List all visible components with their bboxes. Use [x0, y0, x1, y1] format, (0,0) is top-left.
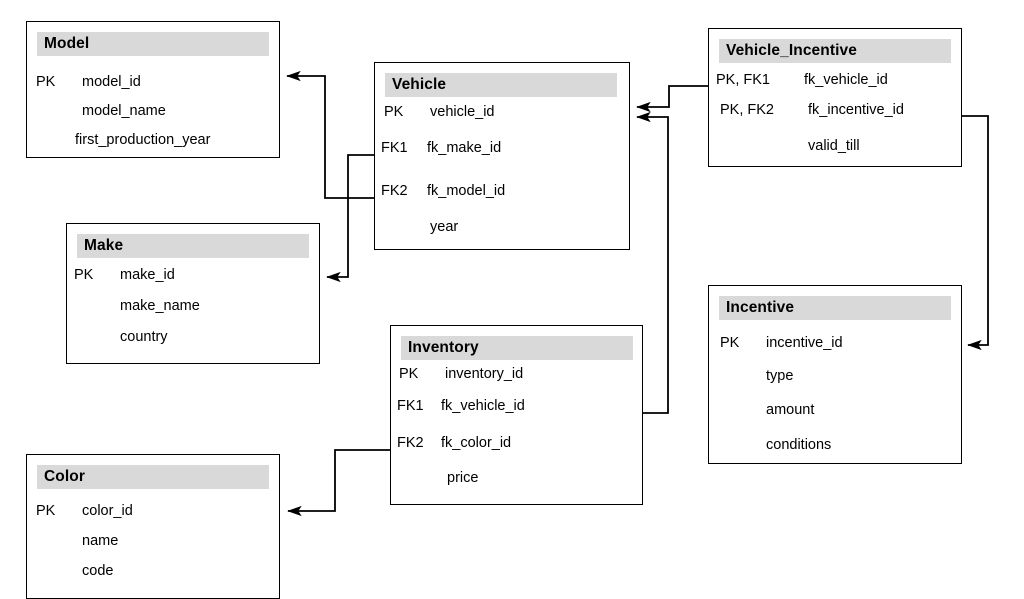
attribute-row: FK2 fk_model_id [375, 182, 629, 200]
attribute-row: model_name [27, 102, 279, 120]
attribute-name: model_id [82, 74, 141, 90]
attribute-key: PK [74, 267, 94, 283]
arrowhead-vehicle-make [326, 271, 341, 283]
attribute-row: valid_till [709, 137, 961, 155]
relationship-vehicle-make [327, 154, 374, 278]
attribute-name: fk_incentive_id [808, 102, 904, 118]
attribute-key: PK [384, 104, 404, 120]
attribute-row: country [67, 328, 319, 346]
entity-header-vehicle_incentive: Vehicle_Incentive [719, 39, 951, 63]
attribute-name: valid_till [808, 138, 860, 154]
entity-header-model: Model [37, 32, 269, 56]
attribute-row: name [27, 532, 279, 550]
attribute-name: conditions [766, 437, 832, 453]
attribute-name: type [766, 368, 794, 384]
attribute-name: incentive_id [766, 335, 843, 351]
attribute-key: FK2 [397, 435, 424, 451]
attribute-row: code [27, 562, 279, 580]
attribute-row: PK incentive_id [709, 334, 961, 352]
entity-title-inventory: Inventory [408, 339, 479, 356]
attribute-name: first_production_year [75, 132, 211, 148]
attribute-row: PK vehicle_id [375, 103, 629, 121]
attribute-key: PK [36, 74, 56, 90]
arrowhead-inventory-color [287, 505, 302, 517]
attribute-name: fk_model_id [427, 183, 506, 199]
attribute-name: year [430, 219, 459, 235]
attribute-row: FK1 fk_make_id [375, 139, 629, 157]
attribute-name: make_id [120, 267, 175, 283]
attribute-key: FK2 [381, 183, 408, 199]
attribute-row: make_name [67, 297, 319, 315]
relationship-vehicle_incentive-vehicle [637, 85, 708, 108]
entity-title-model: Model [44, 35, 90, 52]
entity-header-color: Color [37, 465, 269, 489]
relationship-vehicle_incentive-incentive [962, 115, 989, 346]
entity-title-vehicle: Vehicle [392, 76, 447, 93]
entity-header-inventory: Inventory [401, 336, 633, 360]
arrowhead-vehicle_incentive-vehicle [636, 101, 651, 113]
attribute-key: PK [399, 366, 419, 382]
entity-title-incentive: Incentive [726, 299, 795, 316]
attribute-key: PK [720, 335, 740, 351]
attribute-key: FK1 [397, 398, 424, 414]
attribute-row: price [391, 469, 642, 487]
entity-title-color: Color [44, 468, 85, 485]
attribute-row: type [709, 367, 961, 385]
attribute-name: fk_color_id [441, 435, 512, 451]
entity-header-make: Make [77, 234, 309, 258]
attribute-key: PK [36, 503, 56, 519]
attribute-row: PK, FK2 fk_incentive_id [709, 101, 961, 119]
entity-header-incentive: Incentive [719, 296, 951, 320]
attribute-name: inventory_id [445, 366, 524, 382]
attribute-key: FK1 [381, 140, 408, 156]
attribute-name: make_name [120, 298, 200, 314]
attribute-row: conditions [709, 436, 961, 454]
attribute-row: FK2 fk_color_id [391, 434, 642, 452]
attribute-row: first_production_year [27, 131, 279, 149]
attribute-name: fk_vehicle_id [441, 398, 525, 414]
attribute-name: fk_vehicle_id [804, 72, 888, 88]
entity-header-vehicle: Vehicle [385, 73, 617, 97]
attribute-row: PK model_id [27, 73, 279, 91]
arrowhead-vehicle-model [286, 70, 301, 82]
arrowhead-inventory-vehicle [636, 111, 651, 123]
attribute-name: fk_make_id [427, 140, 502, 156]
attribute-key: PK, FK1 [716, 72, 770, 88]
attribute-row: PK, FK1 fk_vehicle_id [709, 71, 961, 89]
attribute-name: name [82, 533, 119, 549]
attribute-row: amount [709, 401, 961, 419]
attribute-row: FK1 fk_vehicle_id [391, 397, 642, 415]
entity-title-make: Make [84, 237, 124, 254]
attribute-name: price [447, 470, 479, 486]
relationship-inventory-color [288, 449, 390, 512]
attribute-name: code [82, 563, 114, 579]
attribute-row: PK color_id [27, 502, 279, 520]
attribute-row: year [375, 218, 629, 236]
attribute-name: vehicle_id [430, 104, 495, 120]
arrowhead-vehicle_incentive-incentive [967, 339, 982, 351]
attribute-row: PK make_id [67, 266, 319, 284]
attribute-row: PK inventory_id [391, 365, 642, 383]
relationship-inventory-vehicle [637, 116, 669, 414]
attribute-name: amount [766, 402, 815, 418]
attribute-name: model_name [82, 103, 166, 119]
entity-title-vehicle_incentive: Vehicle_Incentive [726, 42, 857, 59]
attribute-key: PK, FK2 [720, 102, 774, 118]
attribute-name: country [120, 329, 168, 345]
attribute-name: color_id [82, 503, 133, 519]
relationship-vehicle-model [287, 75, 374, 199]
